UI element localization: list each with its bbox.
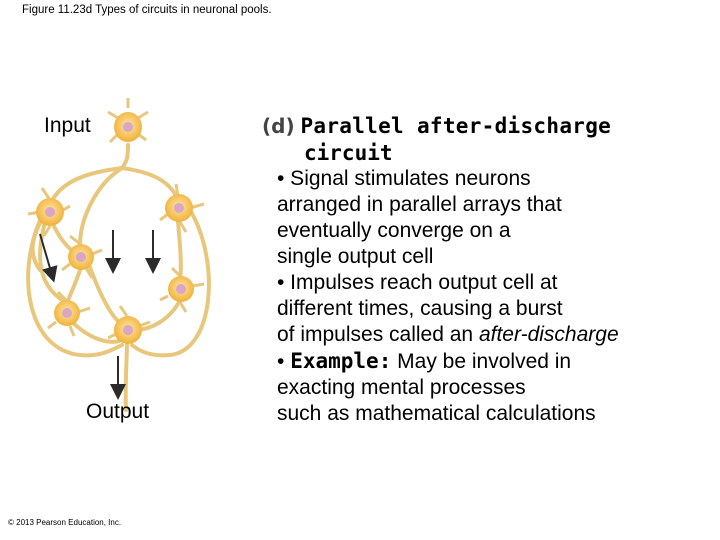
copyright: © 2013 Pearson Education, Inc.	[8, 518, 121, 527]
heading-line1: Parallel after-discharge	[300, 114, 611, 138]
bullet3-line1: • Example: May be involved in	[262, 348, 712, 375]
bullet1-line1: • Signal stimulates neurons	[262, 166, 712, 192]
neuron-output	[108, 306, 150, 344]
axon-middle-to-output	[88, 262, 122, 325]
neuron-left	[28, 188, 70, 236]
heading: (d) Parallel after-discharge	[262, 113, 712, 140]
axon-to-right-cell	[122, 168, 178, 200]
bullet2-line3-prefix: of impulses called an	[277, 323, 479, 346]
description-text: (d) Parallel after-discharge circuit • S…	[262, 113, 712, 427]
input-label: Input	[44, 114, 91, 138]
axon-right-down	[178, 222, 181, 280]
bullet1-line3: eventually converge on a	[262, 218, 712, 244]
output-label: Output	[86, 400, 149, 424]
axon-middle-down	[66, 270, 80, 305]
panel-letter: (d)	[262, 114, 295, 138]
heading-line2: circuit	[262, 140, 712, 166]
bullet2-line2: different times, causing a burst	[262, 296, 712, 322]
bullet3-line2: exacting mental processes	[262, 375, 712, 401]
bullet1-line2: arranged in parallel arrays that	[262, 192, 712, 218]
axon-input-stem	[122, 145, 128, 168]
bullet3-line3: such as mathematical calculations	[262, 401, 712, 427]
bullet3-prefix: •	[277, 350, 290, 373]
axon-to-middle-cell	[80, 168, 122, 245]
bullet2-line1: • Impulses reach output cell at	[262, 270, 712, 296]
bullet2-line3: of impulses called an after-discharge	[262, 322, 712, 348]
neuron-circuit-diagram	[0, 0, 260, 540]
after-discharge-term: after-discharge	[479, 323, 619, 346]
neuron-input	[108, 98, 148, 142]
bullet1-line4: single output cell	[262, 244, 712, 270]
example-label: Example:	[290, 349, 391, 373]
bullet3-rest: May be involved in	[391, 350, 571, 373]
